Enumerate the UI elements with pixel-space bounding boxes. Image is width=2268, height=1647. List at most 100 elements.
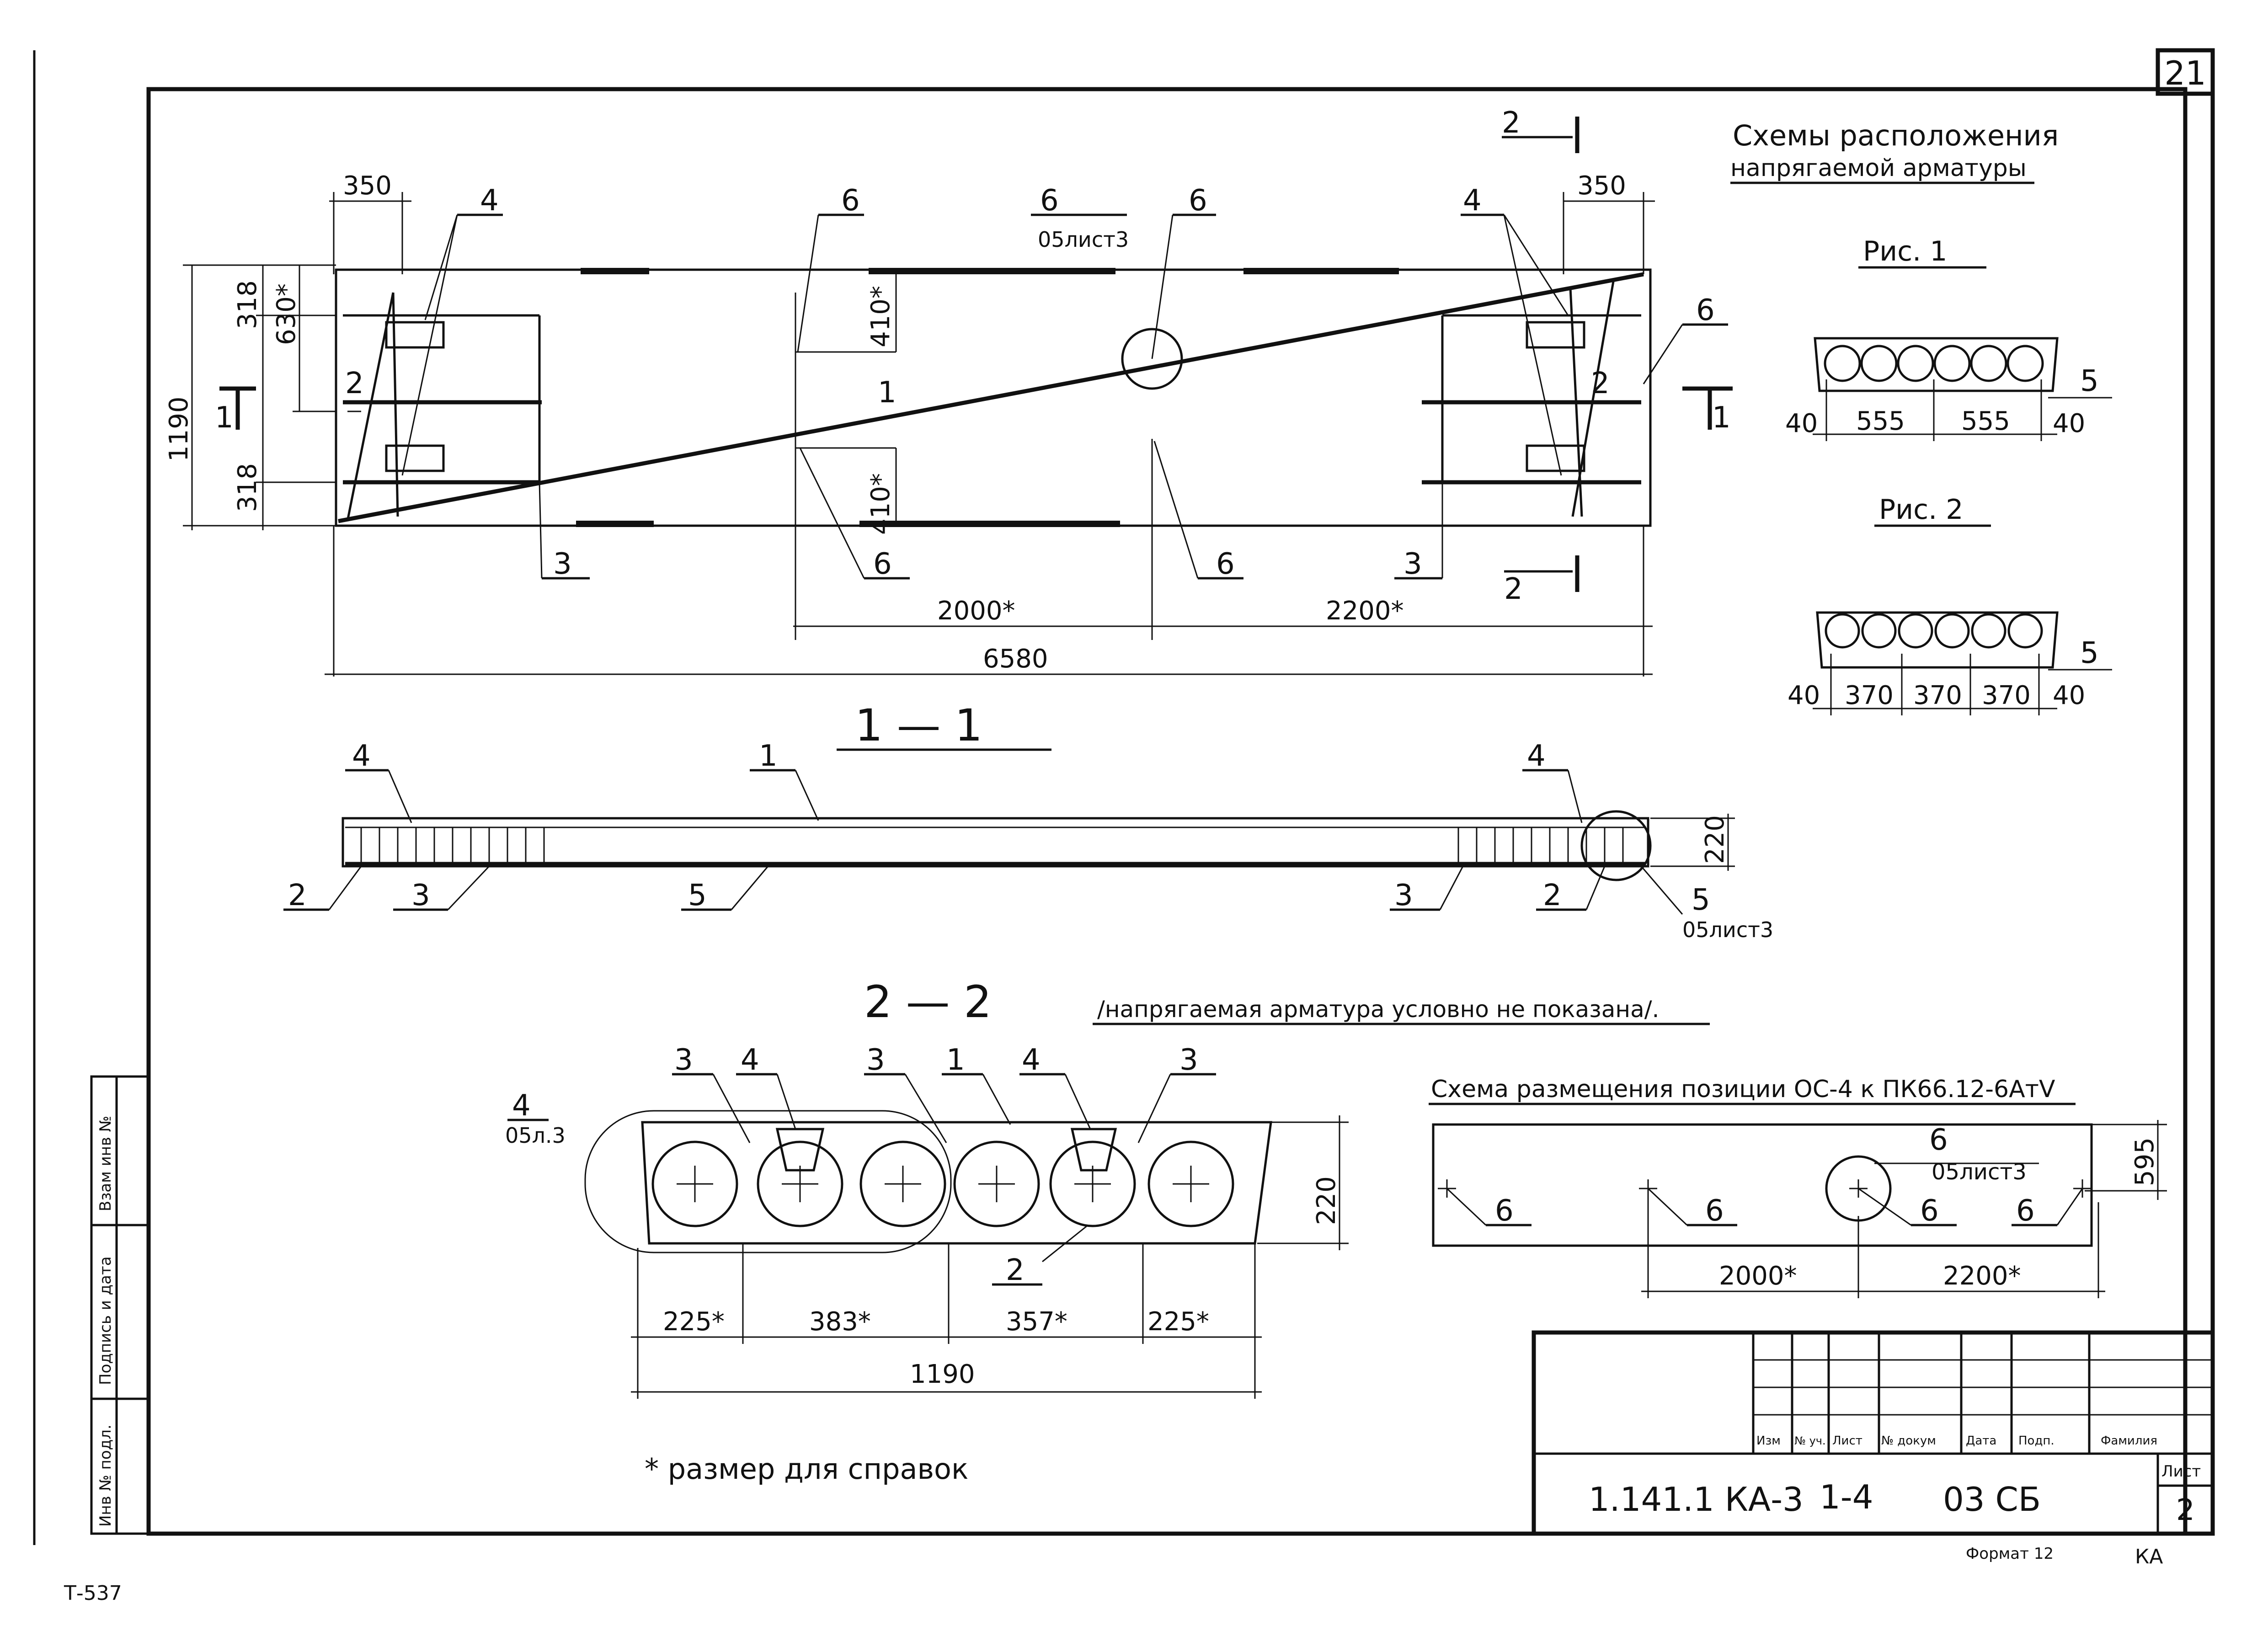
doc-code: 1.141.1 КА-3 [1589,1480,1804,1519]
fig1-dim-555-a: 555 [1856,406,1905,436]
inventory-number: Т-537 [64,1582,122,1605]
section22-label-3-c: 3 [1179,1043,1198,1077]
schemes-title-line2: напрягаемой арматуры [1730,155,2027,182]
fig1: Рис. 1 40 555 555 40 5 [1785,235,2112,441]
fig2-dim-370-c: 370 [1982,681,2031,710]
side-stamp-inv: Инв № подл. [96,1424,115,1527]
title-header-date: Дата [1966,1434,1996,1448]
plan-dim-6580: 6580 [983,644,1048,674]
oc4-ref: 05лист3 [1932,1159,2027,1185]
section11-label-3-left: 3 [411,879,430,912]
title-header-nuch: № уч. [1794,1434,1826,1447]
plan-label-6-e: 6 [873,547,892,581]
section22-label-3-a: 3 [674,1043,693,1077]
section22-ref-label: 4 [512,1089,531,1123]
section11-label-3-right: 3 [1394,879,1413,912]
side-stamp-sign: Подпись и дата [96,1256,115,1385]
section11-dim-220: 220 [1700,815,1730,864]
fig1-dim-555-b: 555 [1961,406,2010,436]
section22-dim-225-right: 225* [1147,1307,1209,1337]
oc4-dim-2200: 2200* [1943,1261,2021,1291]
oc4-label-6-d: 6 [2016,1194,2035,1228]
section11-label-4-left: 4 [352,739,371,773]
doc-number: 03 СБ [1943,1480,2041,1519]
section11-title: 1 — 1 [855,700,982,751]
fig1-title: Рис. 1 [1863,235,1947,267]
stamp-ka: КА [2135,1545,2163,1568]
cut2-bottom-label: 2 [1504,572,1523,606]
oc4-dim-595: 595 [2130,1137,2160,1186]
fig2-dim-40-left: 40 [1788,681,1820,710]
plan-view: 1 1 2 2 1190 318 318 630* 350 350 [164,106,1733,677]
section11-label-1: 1 [759,739,778,773]
plan-dim-318-bot: 318 [233,463,262,512]
plan-label-6-b: 6 [1040,184,1059,218]
section22-label-4-b: 4 [1022,1043,1041,1077]
format-label: Формат 12 [1966,1545,2054,1563]
side-stamp: Взам инв № Подпись и дата Инв № подл. [90,1075,150,1535]
section22-title: 2 — 2 [864,976,992,1028]
section22-label-4-a: 4 [741,1043,759,1077]
fig2-dim-370-b: 370 [1913,681,1962,710]
oc4-label-6-top: 6 [1929,1123,1948,1157]
plan-dim-1190: 1190 [164,396,194,462]
fig2-title: Рис. 2 [1879,494,1963,526]
fig2-dim-40-right: 40 [2053,681,2085,710]
title-header-list: Лист [1832,1434,1862,1448]
oc4-label-6-a: 6 [1495,1194,1514,1228]
plan-label-6-c: 6 [1189,184,1207,218]
doc-series: 1-4 [1820,1478,1873,1516]
schemes-title-line1: Схемы расположения [1733,119,2059,152]
plan-label-6-d: 6 [1696,293,1715,327]
section22-dim-383: 383* [809,1307,871,1337]
title-block: Изм № уч. Лист № докум Дата Подп. Фамили… [1532,1330,2215,1536]
schemes-title: Схемы расположения напрягаемой арматуры [1730,119,2059,184]
plan-dim-350-right: 350 [1577,171,1626,201]
plan-label-2-left: 2 [345,367,364,400]
section22-dim-1190: 1190 [910,1359,975,1389]
title-header-izm: Изм [1756,1434,1781,1448]
section22-dim-220: 220 [1312,1176,1341,1225]
cut1-right-label: 1 [1712,401,1731,435]
plan-label-3-right: 3 [1403,547,1422,581]
section22-dim-225-left: 225* [663,1307,725,1337]
oc4-title: Схема размещения позиции ОС-4 к ПК66.12-… [1431,1076,2055,1103]
plan-label-3-left: 3 [553,547,572,581]
plan-dim-318-top: 318 [233,280,262,329]
oc4-dim-2000: 2000* [1719,1261,1797,1291]
plan-dim-410-top: 410* [866,286,896,347]
section22-dim-357: 357* [1006,1307,1067,1337]
section-1-1: 1 — 1 [283,700,1773,942]
plan-label-6-a: 6 [841,184,860,218]
plan-label-6-f: 6 [1216,547,1235,581]
fig1-dim-40-right: 40 [2053,409,2085,438]
plan-dim-2000: 2000* [937,596,1015,626]
plan-label-2-right: 2 [1591,367,1610,400]
fig2-dim-370-a: 370 [1845,681,1894,710]
fig1-dim-40-left: 40 [1785,409,1818,438]
section-2-2: 2 — 2 /напрягаемая арматура условно не п… [505,976,1710,1399]
reference-size-note: * размер для справок [645,1452,968,1486]
fig2-label-5: 5 [2080,636,2099,670]
section22-label-1: 1 [946,1043,965,1077]
fig2: Рис. 2 40 370 370 370 40 5 [1788,494,2112,715]
oc4-scheme: Схема размещения позиции ОС-4 к ПК66.12-… [1429,1076,2167,1298]
section22-note: /напрягаемая арматура условно не показан… [1097,996,1659,1023]
title-header-ndoc: № докум [1881,1434,1936,1448]
section22-label-2: 2 [1006,1253,1025,1287]
plan-dim-2200: 2200* [1326,596,1404,626]
section11-label-4-right: 4 [1527,739,1546,773]
plan-label-4-left: 4 [480,184,499,218]
section11-label-5-right: 5 [1692,883,1710,917]
side-stamp-replace: Взам инв № [96,1116,115,1211]
cut2-top-label: 2 [1502,106,1521,140]
title-header-sign: Подп. [2018,1434,2055,1448]
section11-label-2-right: 2 [1543,879,1562,912]
plan-ref-05list3: 05лист3 [1038,227,1129,252]
cut1-left-label: 1 [215,401,234,435]
section11-label-5: 5 [688,879,707,912]
oc4-label-6-c: 6 [1920,1194,1939,1228]
section22-ref: 05л.3 [505,1123,566,1148]
sheet-label: Лист [2161,1462,2201,1481]
plan-label-4-right: 4 [1463,184,1482,218]
